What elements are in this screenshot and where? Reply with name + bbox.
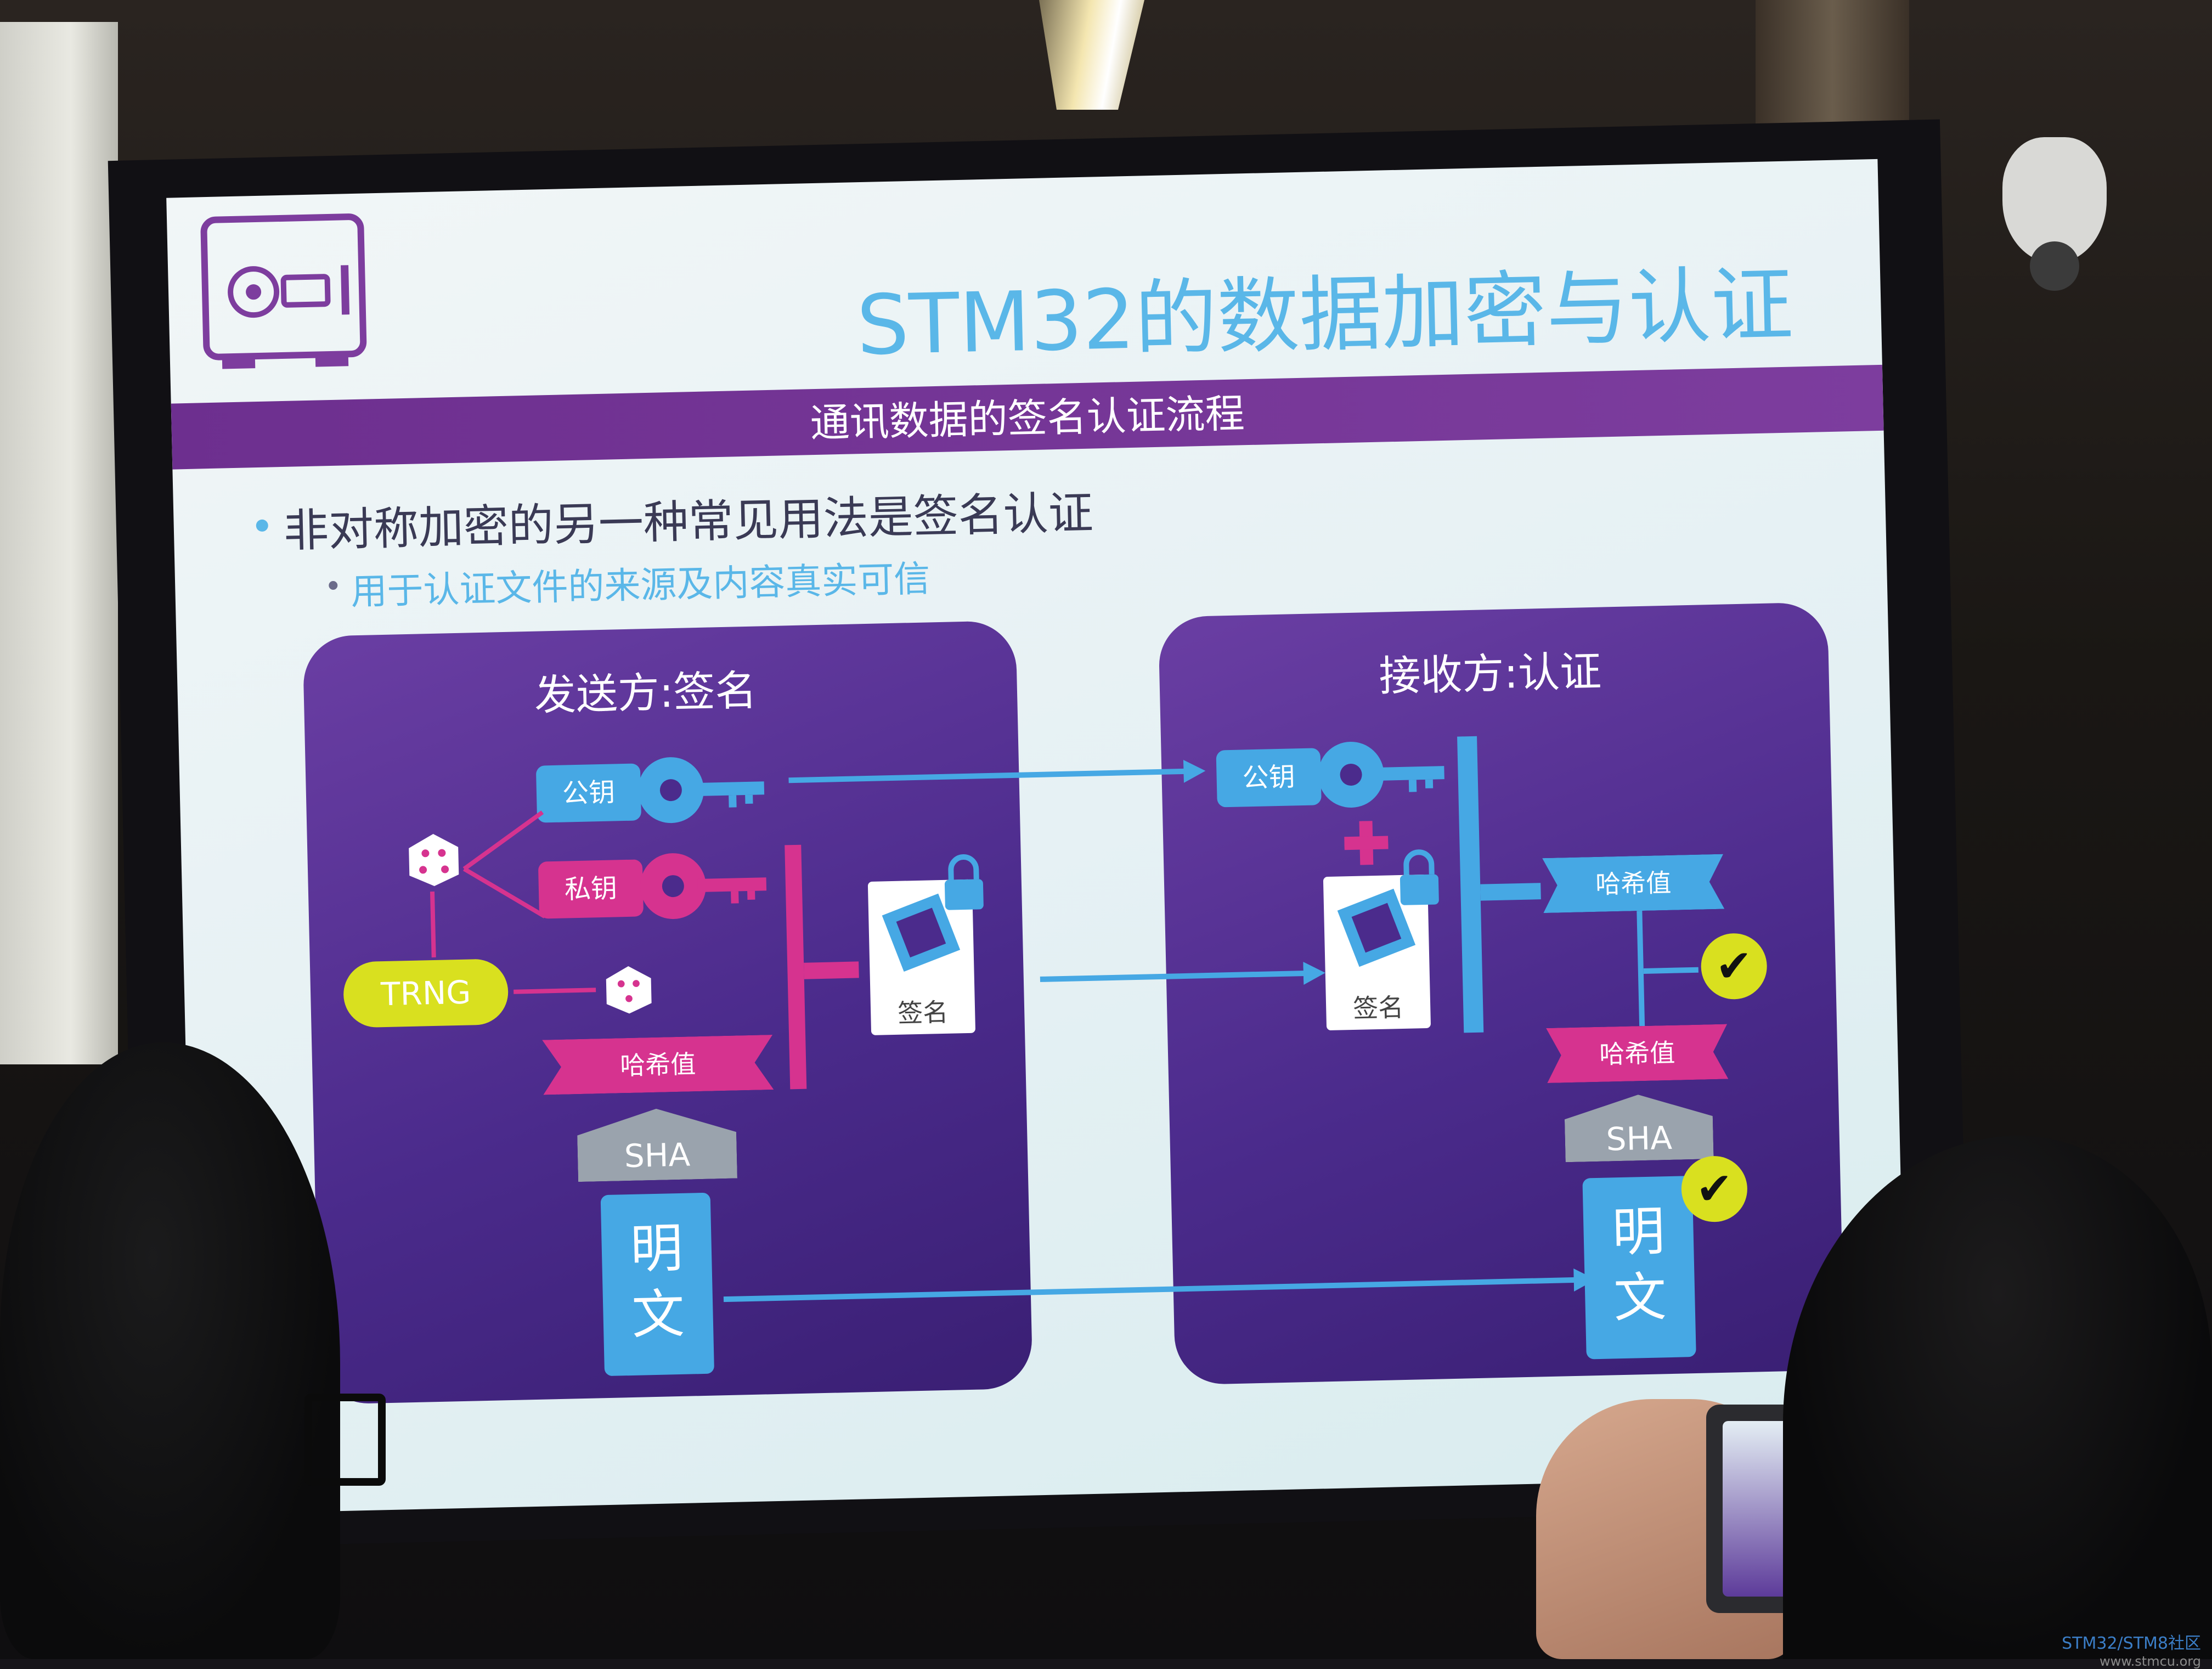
trng-to-dice-arrow [514,988,596,994]
lock-icon [944,854,984,910]
bullet-sub: 用于认证文件的来源及内容真实可信 [350,557,931,613]
trng-up-arrow [430,891,436,958]
sender-private-key-tag: 私钥 [538,859,644,919]
receiver-signature-doc: 签名 [1323,874,1431,1031]
receiver-lock-icon [1400,849,1439,905]
sender-hash-ribbon: 哈希值 [542,1035,774,1095]
receiver-public-key-tag: 公钥 [1216,748,1322,808]
watermark-line1: STM32/STM8社区 [2062,1634,2201,1653]
arrow-head-icon [1183,759,1206,783]
compare-arrow [1643,967,1699,974]
hash-match-check-icon: ✔ [1700,932,1768,1000]
dice-icon-2 [606,966,652,1014]
sender-title: 发送方:签名 [533,666,758,720]
signature-chip-icon [882,893,961,972]
sender-merge-arrow [804,961,859,979]
receiver-panel: 接收方:认证 公钥 签名 哈希值 ✔ [1158,602,1845,1385]
receiver-hash-top: 哈希值 [1542,854,1724,913]
safe-icon [200,213,367,369]
receiver-signature-label: 签名 [1352,992,1404,1023]
bullet-main: 非对称加密的另一种常见用法是签名认证 [283,487,1094,557]
branch-arrows [462,810,546,918]
dice-icon [409,833,459,886]
public-key-icon [637,757,765,824]
receiver-plaintext-scroll: 明 文 [1582,1176,1696,1360]
arrow-head-icon-3 [1573,1268,1596,1292]
sub-bullet-dot [329,580,338,590]
receiver-public-key-icon [1318,741,1444,808]
camera-lens-icon [2030,241,2079,291]
private-key-icon [640,853,767,920]
audience-head-right [1783,1136,2212,1659]
projected-slide: STM32的数据加密与认证 通讯数据的签名认证流程 非对称加密的另一种常见用法是… [166,159,1908,1515]
bullet-dot [256,519,269,532]
sender-sha-block: SHA [577,1107,737,1182]
receiver-merge-bar [1457,736,1484,1033]
trng-block: TRNG [342,958,509,1028]
plaintext-check-icon: ✔ [1680,1155,1748,1223]
slide-title: STM32的数据加密与认证 [855,257,1795,374]
sender-panel: 发送方:签名 公钥 私钥 TRNG [302,620,1033,1405]
sender-public-key-tag: 公钥 [535,763,642,823]
sender-signature-label: 签名 [897,997,949,1028]
receiver-hash-bottom: 哈希值 [1546,1024,1728,1083]
sender-plaintext-scroll: 明 文 [600,1192,715,1377]
left-wall-panel [0,22,118,1064]
sender-signature-doc: 签名 [867,879,976,1035]
receiver-signature-chip-icon [1337,888,1416,967]
plus-icon [1344,821,1389,865]
receiver-title: 接收方:认证 [1378,646,1602,701]
audience-head-left [0,1042,340,1659]
eyeglasses [304,1394,386,1486]
receiver-merge-arrow [1480,883,1541,901]
receiver-sha-block: SHA [1564,1093,1714,1162]
watermark-line2: www.stmcu.org [2099,1654,2201,1669]
arrow-head-icon-2 [1303,962,1325,985]
